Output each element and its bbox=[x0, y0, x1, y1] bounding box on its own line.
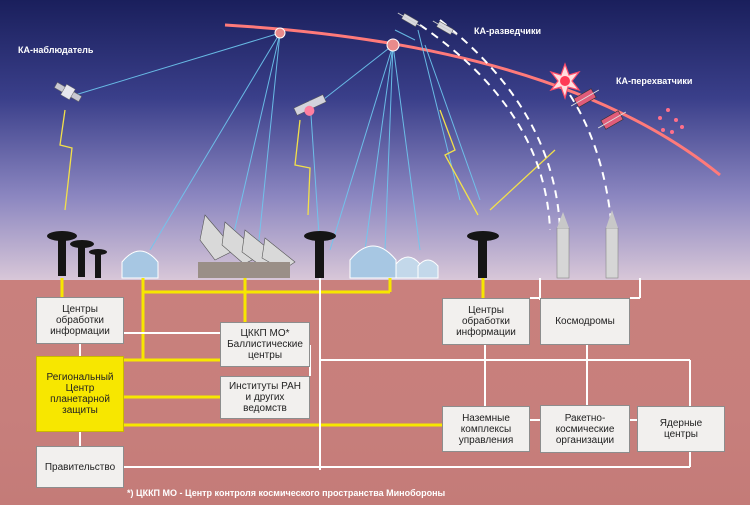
institutes-text: Институты РАН и других ведомств bbox=[228, 381, 301, 414]
observer-satellite-label: КА-наблюдатель bbox=[18, 45, 94, 55]
cosmodromes-text: Космодромы bbox=[555, 316, 615, 327]
ground-control-complexes-box: Наземные комплексы управления bbox=[442, 406, 530, 452]
government-box: Правительство bbox=[36, 446, 124, 488]
orbit-nodes bbox=[274, 27, 400, 52]
ground-control-text: Наземные комплексы управления bbox=[458, 412, 514, 446]
nuclear-centers-box: Ядерные центры bbox=[637, 406, 725, 452]
white-links bbox=[79, 278, 691, 470]
radar-array-complex bbox=[198, 214, 296, 278]
recon-satellites-label: КА-разведчики bbox=[474, 26, 542, 36]
interceptor-satellites-label: КА-перехватчики bbox=[616, 76, 693, 86]
debris-fragments bbox=[658, 108, 684, 134]
interceptor-trajectories bbox=[419, 19, 613, 231]
orbit-arc bbox=[224, 23, 721, 177]
cckp-ballistic-text: ЦККП МО* Баллистические центры bbox=[227, 328, 303, 361]
interception-burst-icon bbox=[549, 62, 581, 100]
regional-center-text: Региональный Центр планетарной защиты bbox=[46, 372, 114, 416]
footnote: *) ЦККП МО - Центр контроля космического… bbox=[127, 488, 446, 498]
institutes-box: Институты РАН и других ведомств bbox=[220, 376, 310, 419]
processing-center-left-text: Центры обработки информации bbox=[50, 304, 110, 337]
mid-satellite bbox=[293, 94, 327, 116]
interceptor-satellites bbox=[570, 88, 627, 130]
processing-center-right-text: Центры обработки информации bbox=[456, 305, 516, 338]
recon-satellites bbox=[397, 12, 458, 36]
yellow-links bbox=[60, 278, 485, 427]
observer-satellite bbox=[54, 82, 82, 102]
processing-center-right-box: Центры обработки информации bbox=[442, 298, 530, 345]
rocket-space-orgs-text: Ракетно- космические организации bbox=[555, 412, 615, 446]
radar-domes bbox=[121, 245, 439, 279]
nuclear-centers-text: Ядерные центры bbox=[659, 418, 703, 440]
government-text: Правительство bbox=[44, 461, 116, 473]
launch-rockets bbox=[556, 210, 619, 279]
processing-center-left-box: Центры обработки информации bbox=[36, 297, 124, 344]
cckp-ballistic-box: ЦККП МО* Баллистические центры bbox=[220, 322, 310, 367]
cosmodromes-box: Космодромы bbox=[540, 298, 630, 345]
observation-beams bbox=[74, 29, 481, 251]
rocket-space-orgs-box: Ракетно- космические организации bbox=[540, 405, 630, 453]
downlink-signals bbox=[59, 109, 556, 216]
sky-background bbox=[0, 0, 750, 280]
ground-antennas bbox=[47, 231, 499, 278]
regional-planetary-defense-center-box: Региональный Центр планетарной защиты bbox=[36, 356, 124, 432]
